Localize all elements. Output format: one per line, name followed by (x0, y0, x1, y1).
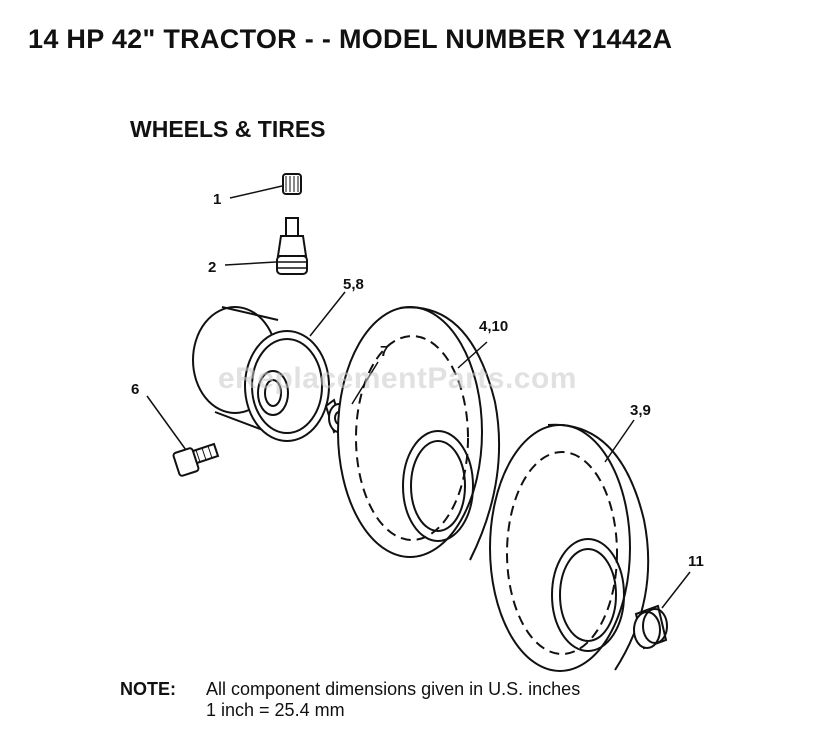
callout-3-9: 3,9 (630, 402, 651, 419)
valve-cap-part (282, 173, 302, 195)
callout-7: 7 (380, 343, 388, 360)
note-line-2: 1 inch = 25.4 mm (206, 700, 345, 720)
callout-1: 1 (213, 191, 221, 208)
rear-tire-part (489, 423, 650, 672)
front-tire-part (337, 306, 501, 561)
watermark-text: eReplacementParts.com (218, 362, 577, 395)
page-title: 14 HP 42" TRACTOR - - MODEL NUMBER Y1442… (28, 24, 673, 54)
callout-2: 2 (208, 259, 216, 276)
callout-6: 6 (131, 381, 139, 398)
valve-stem-part (276, 217, 308, 275)
callout-5-8: 5,8 (343, 276, 364, 293)
callout-4-10: 4,10 (479, 318, 508, 335)
rim-part (192, 306, 330, 442)
leader-lines (146, 185, 691, 609)
bolt-part (172, 442, 220, 477)
callout-11: 11 (688, 553, 704, 570)
sleeve-part (633, 604, 668, 650)
note-block: NOTE: All component dimensions given in U… (120, 679, 580, 721)
section-title: WHEELS & TIRES (130, 116, 326, 142)
note-line-1: All component dimensions given in U.S. i… (206, 679, 581, 699)
note-label: NOTE: (120, 679, 176, 699)
